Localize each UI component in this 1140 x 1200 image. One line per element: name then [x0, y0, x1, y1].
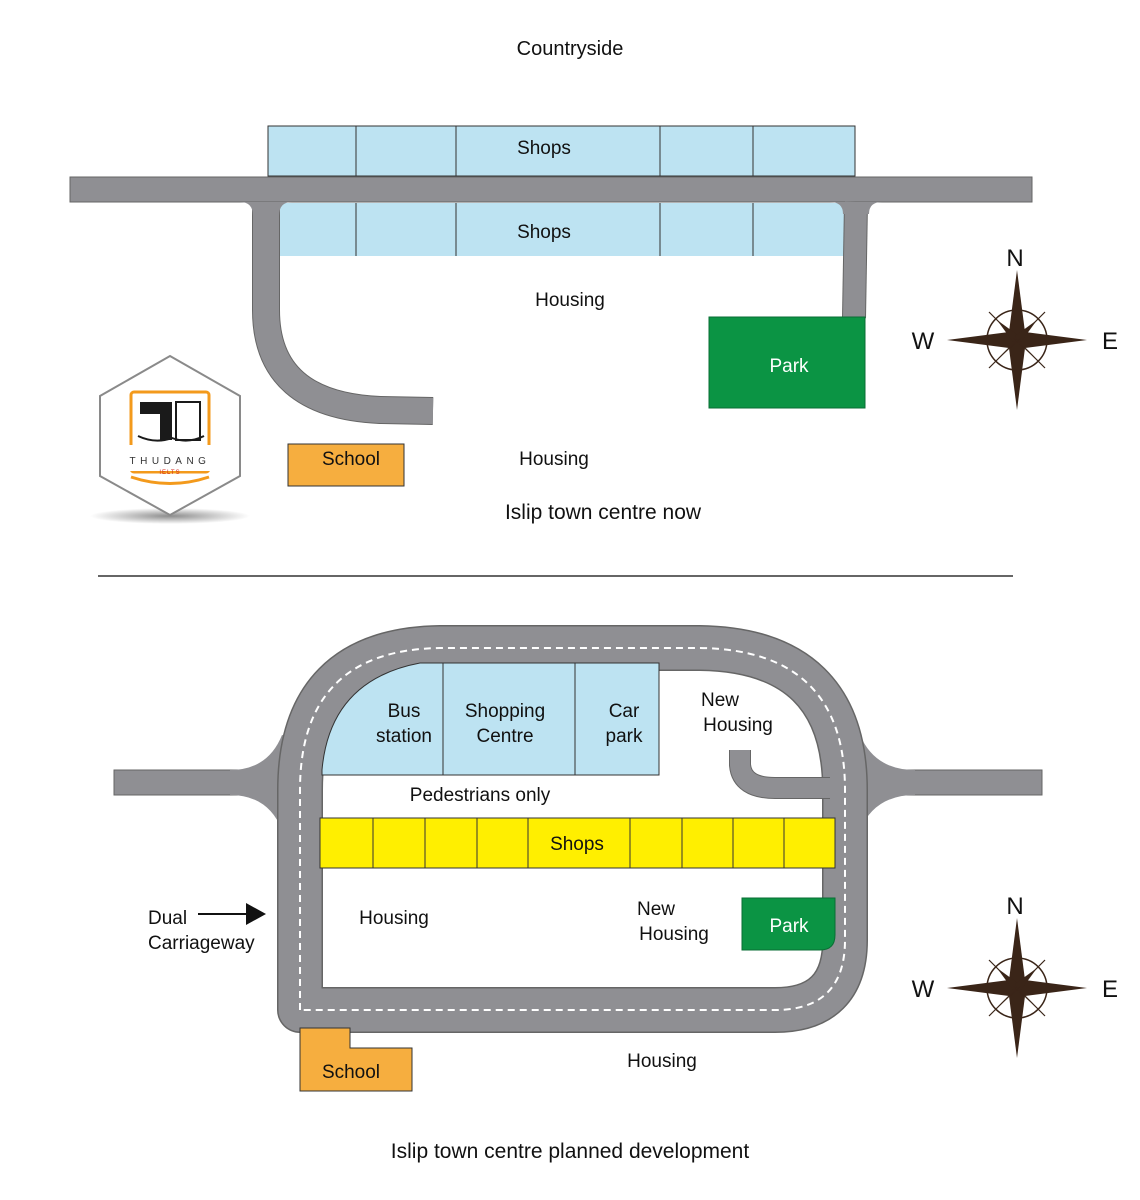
dual-carriageway-label-1: Dual	[148, 908, 187, 929]
shops-north-block	[267, 125, 856, 177]
shopping-centre-block	[442, 662, 576, 776]
school-bottom-label: School	[322, 1062, 380, 1083]
top-map: Countryside Shops Shops	[69, 38, 1033, 524]
housing-south-bottom-label: Housing	[627, 1051, 697, 1072]
park-top	[708, 316, 866, 409]
shops-south-label: Shops	[517, 222, 571, 243]
countryside-label: Countryside	[517, 38, 624, 60]
bottom-map: Bus station Shopping Centre Car park New…	[113, 625, 1043, 1163]
compass-top-east: E	[1102, 328, 1118, 355]
park-bottom	[741, 897, 836, 951]
shopping-centre-label-2: Centre	[476, 726, 533, 747]
compass-bottom-east: E	[1102, 976, 1118, 1003]
compass-bottom-west: W	[912, 976, 935, 1003]
park-top-label: Park	[769, 356, 809, 377]
school-bottom	[299, 1027, 413, 1092]
housing-center-label: Housing	[535, 290, 605, 311]
top-caption: Islip town centre now	[505, 501, 702, 524]
housing-south-label: Housing	[519, 449, 589, 470]
car-park-label-2: park	[606, 726, 643, 747]
shops-south-block	[274, 203, 846, 256]
car-park-label-1: Car	[609, 701, 640, 722]
bus-station-label-1: Bus	[388, 701, 421, 722]
shops-yellow-label: Shops	[550, 834, 604, 855]
compass-top	[947, 270, 1087, 410]
shopping-centre-label-1: Shopping	[465, 701, 545, 722]
pedestrians-label: Pedestrians only	[410, 785, 551, 806]
car-park-block	[574, 662, 660, 776]
new-housing-ne-label-2: Housing	[703, 715, 773, 736]
bus-station-block	[321, 662, 444, 776]
park-bottom-label: Park	[769, 916, 809, 937]
new-housing-center-label-2: Housing	[639, 924, 709, 945]
bus-station-label-2: station	[376, 726, 432, 747]
shops-north-label: Shops	[517, 138, 571, 159]
dual-carriageway-arrow	[198, 903, 266, 925]
school-top	[287, 443, 405, 487]
logo-sub: IELTS	[159, 470, 180, 476]
new-housing-ne-label-1: New	[701, 690, 739, 711]
compass-top-west: W	[912, 328, 935, 355]
dual-carriageway-label-2: Carriageway	[148, 933, 255, 954]
logo-brand: THUDANG	[130, 456, 211, 467]
main-road	[69, 176, 1033, 203]
shops-yellow-block	[319, 817, 836, 869]
thudang-logo: THUDANG IELTS	[90, 354, 250, 524]
school-top-label: School	[322, 449, 380, 470]
compass-bottom	[947, 918, 1087, 1058]
bottom-caption: Islip town centre planned development	[391, 1140, 750, 1163]
housing-west-label: Housing	[359, 908, 429, 929]
compass-bottom-north: N	[1006, 893, 1023, 920]
compass-top-north: N	[1006, 245, 1023, 272]
new-housing-center-label-1: New	[637, 899, 675, 920]
top-roads	[69, 176, 1033, 425]
